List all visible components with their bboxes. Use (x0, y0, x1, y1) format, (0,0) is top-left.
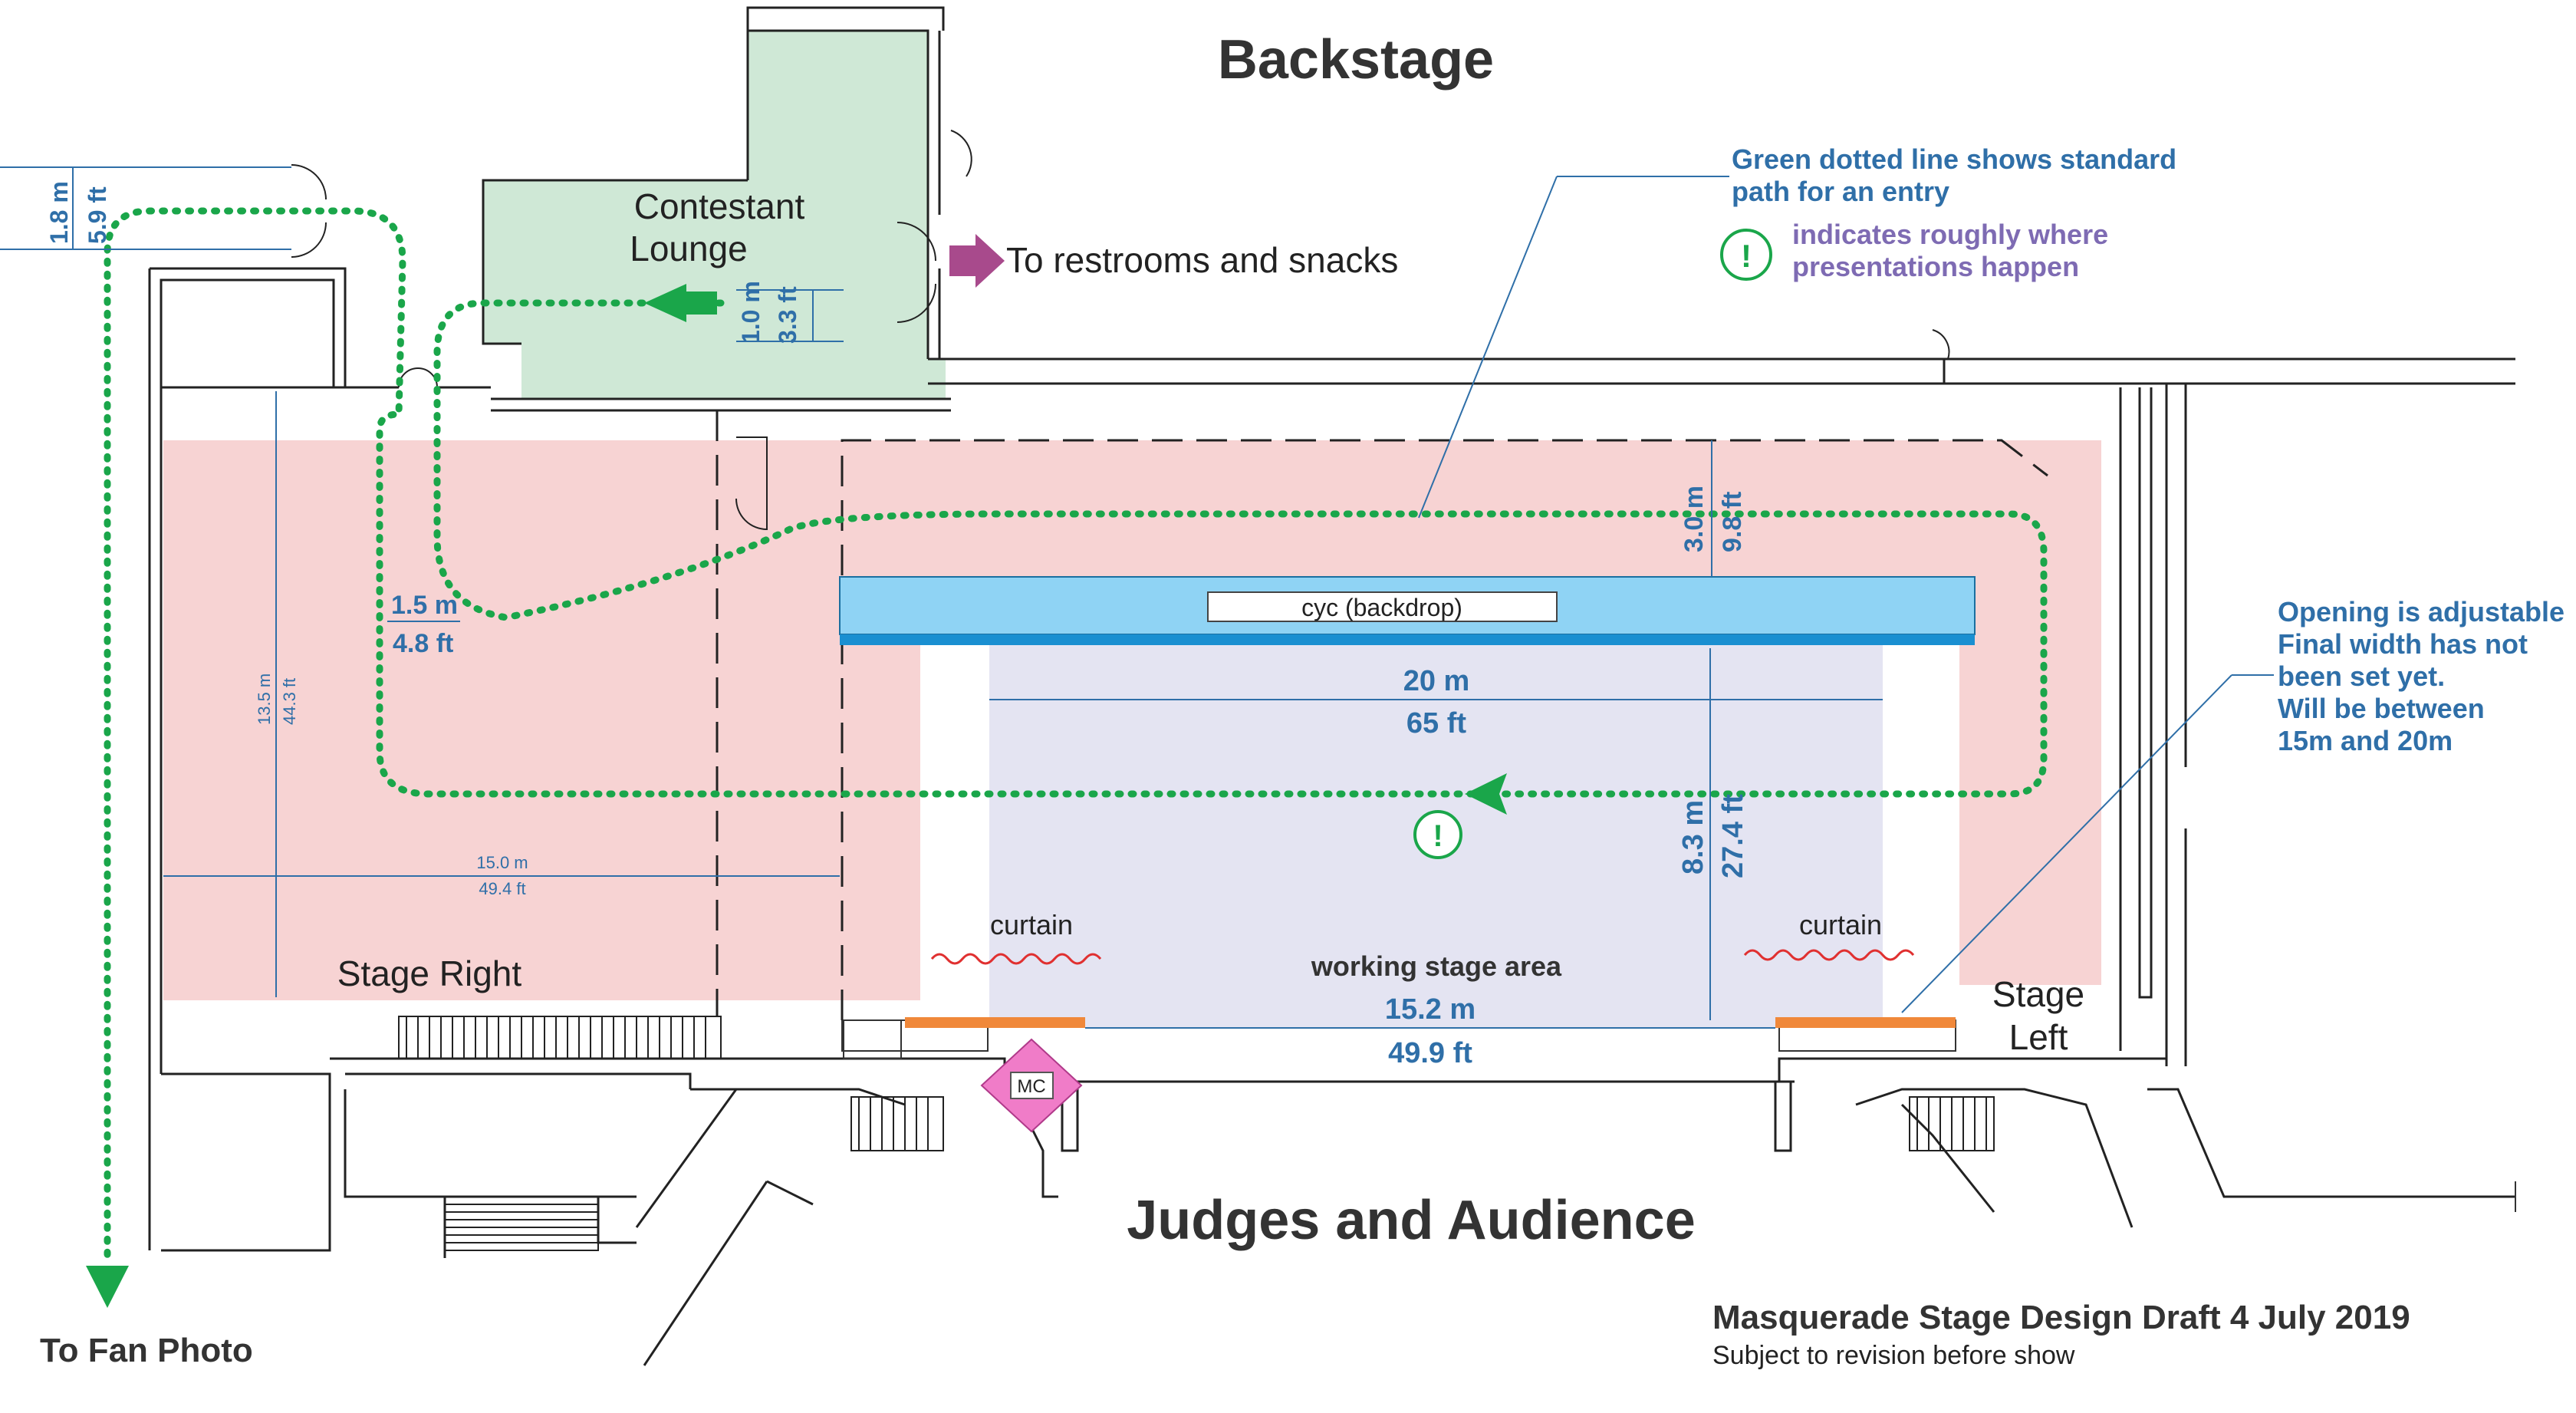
building-walls (148, 6, 2516, 1366)
stage-depth-m: 8.3 m (1677, 800, 1709, 874)
cyc-label: cyc (backdrop) (1301, 594, 1462, 621)
cyc-width-m: 20 m (1403, 665, 1470, 697)
curtain-left-label: curtain (990, 909, 1073, 940)
path-arrow-fan-photo (86, 1266, 129, 1308)
lounge-dim-ft: 3.3 ft (774, 286, 801, 344)
front-width-m: 15.2 m (1385, 993, 1476, 1026)
working-area-label: working stage area (1311, 950, 1562, 982)
cyc-width-ft: 65 ft (1406, 707, 1466, 739)
door-dim-m: 1.8 m (45, 181, 73, 244)
curtain-right-label: curtain (1799, 909, 1882, 940)
lounge-label-line2: Lounge (630, 229, 748, 268)
cyc-backdrop-base (840, 634, 1975, 645)
legend-marker-symbol: ! (1741, 238, 1752, 274)
legend-presentation-line1: indicates roughly where (1792, 219, 2108, 250)
entry-path-continued (104, 207, 1476, 1262)
mc-label-box (1010, 1072, 1054, 1099)
entry-path (433, 299, 2048, 798)
cyc-label-box (1207, 591, 1558, 622)
door-dim-ft: 5.9 ft (84, 186, 111, 244)
opening-note-line4: Will be between (2278, 693, 2485, 724)
stage-left-label-line2: Left (2009, 1017, 2068, 1057)
lounge-dim-m: 1.0 m (737, 281, 765, 344)
curtain-left-panel (905, 1017, 1085, 1028)
backstage-title: Backstage (1218, 29, 1494, 91)
front-width-ft: 49.9 ft (1388, 1037, 1472, 1069)
dashed-boundaries (716, 410, 2048, 1020)
stage-right-label: Stage Right (337, 954, 522, 993)
path-arrow-lounge (644, 284, 717, 322)
wing-height-m: 13.5 m (255, 674, 274, 725)
stage-depth-ft: 27.4 ft (1717, 794, 1749, 878)
fan-photo-label: To Fan Photo (40, 1332, 253, 1369)
restrooms-label: To restrooms and snacks (1006, 240, 1398, 280)
footer-title: Masquerade Stage Design Draft 4 July 201… (1712, 1299, 2410, 1336)
opening-note-line1: Opening is adjustable (2278, 596, 2564, 627)
mc-label: MC (1017, 1076, 1045, 1097)
dimension-lines (0, 166, 2274, 1029)
wing-width-ft: 49.4 ft (479, 879, 525, 898)
depth-dim-ft: 9.8 ft (1718, 492, 1747, 552)
judges-audience-title: Judges and Audience (1127, 1190, 1695, 1251)
legend-path-line1: Green dotted line shows standard (1732, 143, 2176, 175)
presentation-marker (1413, 810, 1462, 859)
legend-presentation-line2: presentations happen (1792, 251, 2079, 282)
gap-dim-ft: 4.8 ft (393, 629, 453, 658)
stage-left-label-line1: Stage (1992, 974, 2084, 1014)
upstage-crossover-zone (842, 440, 2101, 578)
opening-note-line3: been set yet. (2278, 660, 2445, 692)
footer-subtitle: Subject to revision before show (1712, 1341, 2075, 1370)
curtain-right-panel (1775, 1017, 1956, 1028)
contestant-lounge-zone (483, 31, 946, 399)
stairs (398, 1016, 1995, 1251)
stage-right-wing-zone (163, 440, 920, 1000)
wing-width-m: 15.0 m (476, 853, 528, 872)
lounge-label-line1: Contestant (634, 186, 805, 226)
presentation-marker-symbol: ! (1433, 819, 1443, 853)
depth-dim-m: 3.0 m (1679, 486, 1709, 552)
gap-dim-m: 1.5 m (391, 591, 458, 620)
curtain-right-wave (1743, 949, 1915, 961)
curtain-left-wave (930, 953, 1102, 965)
opening-note-line2: Final width has not (2278, 628, 2528, 660)
legend-path-line2: path for an entry (1732, 176, 1949, 207)
wing-height-ft: 44.3 ft (280, 678, 299, 725)
restrooms-arrow-icon (949, 234, 1005, 288)
legend-marker-icon (1720, 229, 1772, 281)
opening-note-line5: 15m and 20m (2278, 725, 2453, 756)
path-arrow-stage (1465, 773, 1507, 815)
